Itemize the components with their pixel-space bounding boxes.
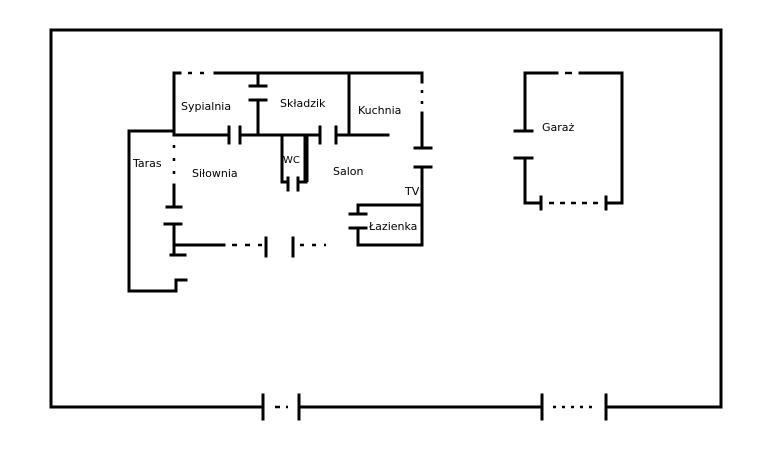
room-label-wc: WC xyxy=(283,155,300,166)
room-label-skladzik: Składzik xyxy=(280,97,326,110)
room-label-sypialnia: Sypialnia xyxy=(181,100,231,113)
garage xyxy=(513,71,624,211)
room-label-lazienka: Łazienka xyxy=(368,220,417,233)
room-label-kuchnia: Kuchnia xyxy=(358,104,401,117)
room-label-taras: Taras xyxy=(132,157,162,170)
room-label-tv: TV xyxy=(404,185,420,198)
lot-boundary xyxy=(49,28,723,421)
house xyxy=(127,71,433,293)
room-label-garaz: Garaż xyxy=(542,121,575,134)
room-label-salon: Salon xyxy=(333,165,364,178)
room-label-silownia: Siłownia xyxy=(192,167,238,180)
